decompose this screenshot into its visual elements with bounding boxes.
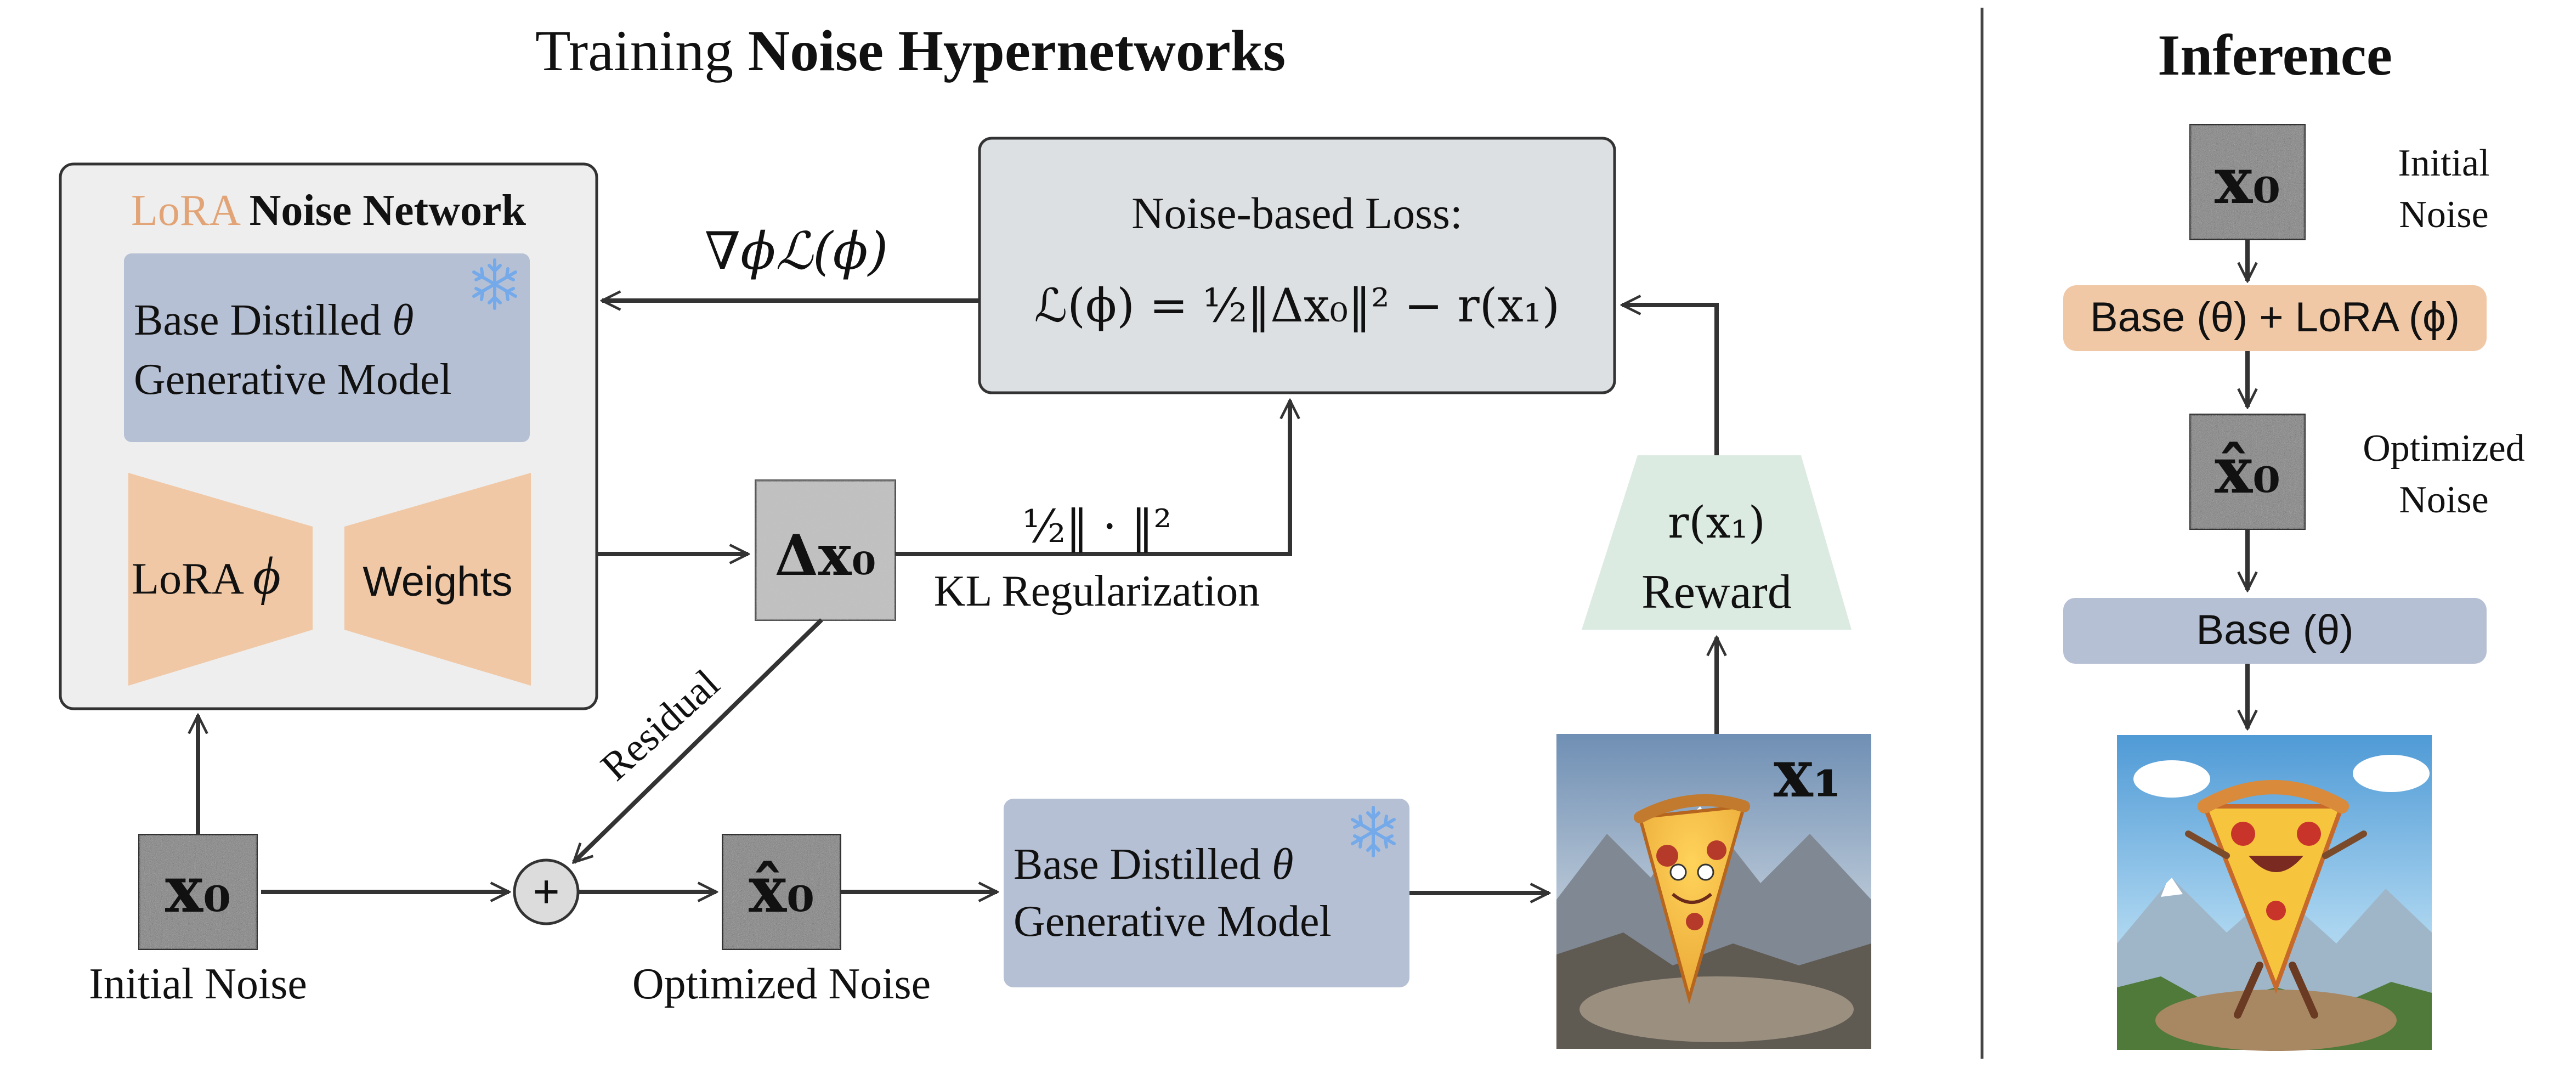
gradient-label: ∇ϕℒ(ϕ) [705,222,888,281]
optimized-noise-symbol: x̂₀ [749,852,814,927]
kl-formula: ½‖ · ‖² [1022,501,1172,553]
lora-network-title-bold: Noise Network [250,187,526,235]
inference-optimized-noise-texture [2190,415,2305,529]
optimized-noise-label: Optimized Noise [632,960,931,1008]
kl-label: KL Regularization [934,567,1260,615]
reward-formula: r(x₁) [1668,497,1765,548]
residual-label: Residual [592,661,728,789]
base-model-frozen-box [124,253,530,442]
base-model-bottom-line1: Base Distilled θ [1014,840,1293,889]
base-model-bottom-box [1004,799,1409,987]
training-title-bold: Noise Hypernetworks [748,19,1286,83]
lora-phi-label: LoRA ϕ [132,546,281,606]
inference-x0-label-line1: Initial [2398,142,2489,184]
optimized-noise-texture [723,835,840,949]
inference-initial-noise-texture [2190,125,2305,239]
noise-based-loss-box [978,137,1616,394]
initial-noise-label: Initial Noise [89,960,307,1008]
snowflake-icon [1351,806,1396,857]
training-title: Training Noise Hypernetworks [535,19,1286,83]
delta-x0-symbol: Δx₀ [775,523,876,589]
residual-arrow [574,618,823,862]
inference-x0-label-line2: Noise [2399,194,2488,236]
loss-title: Noise-based Loss: [1131,188,1463,238]
reward-label: Reward [1641,566,1792,619]
inference-title: Inference [2158,23,2392,87]
inference-combined-model: Base (θ) + LoRA (ϕ) [2090,294,2460,341]
inference-x0hat-label-line2: Noise [2399,479,2488,521]
initial-noise-symbol: x₀ [165,852,231,927]
inference-base-model-box [2063,598,2487,664]
generated-image-inference [2117,735,2432,1051]
lora-weights-trapezoid [344,473,531,686]
snowflake-icon [472,258,517,310]
inference-combined-model-box [2063,285,2487,351]
inference-base-model: Base (θ) [2196,607,2353,653]
kl-regularization-arrow [895,400,1290,556]
loss-formula: ℒ(ϕ) = ½‖Δx₀‖² − r(x₁) [1034,279,1560,332]
inference-x0-symbol: x₀ [2215,144,2280,218]
initial-noise-texture [139,835,257,949]
sum-symbol: + [533,866,559,917]
base-model-frozen-line2: Generative Model [134,355,452,404]
output-image-symbol: x₁ [1774,735,1842,812]
base-model-bottom-line2: Generative Model [1014,897,1332,946]
base-model-frozen-line1: Base Distilled θ [134,296,414,344]
reward-trapezoid [1582,455,1852,630]
lora-phi-trapezoid [128,473,313,686]
lora-weights-label: Weights [363,558,512,605]
lora-network-title-prefix: LoRA [131,187,241,235]
reward-to-loss-arrow [1622,305,1719,455]
lora-network-title: LoRA Noise Network [131,187,526,235]
generated-image-training [1556,734,1871,1049]
inference-x0hat-label-line1: Optimized [2363,427,2524,470]
inference-x0hat-symbol: x̂₀ [2215,433,2280,508]
delta-x0-noise [756,481,895,620]
training-title-prefix: Training [535,19,733,83]
